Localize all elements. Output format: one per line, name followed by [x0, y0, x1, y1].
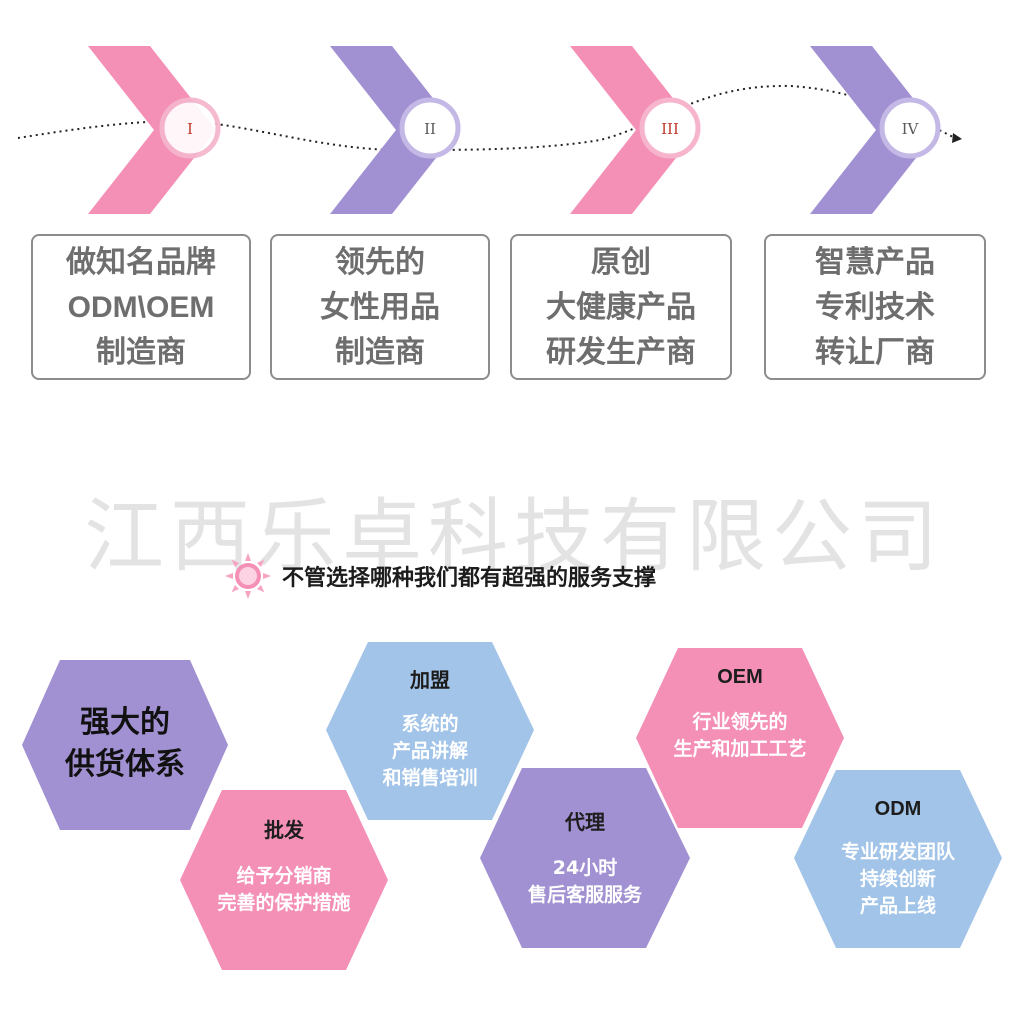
franchise-line-1: 系统的	[401, 713, 459, 735]
stage-3-line-2: 大健康产品	[546, 289, 696, 325]
franchise-line-2: 产品讲解	[391, 740, 468, 762]
stage-2-line-2: 女性用品	[320, 289, 440, 325]
agent-line-2: 售后客服服务	[527, 884, 642, 906]
odm-line-2: 持续创新	[859, 868, 936, 890]
stage-3-line-3: 研发生产商	[546, 334, 696, 370]
stage-4-line-1: 智慧产品	[815, 244, 935, 280]
oem-line-2: 生产和加工工艺	[673, 738, 807, 760]
supply-hexagon	[22, 660, 228, 830]
stage-1-badge: I	[159, 97, 221, 159]
stages-timeline: I II III IV	[17, 46, 962, 214]
stage-2-numeral: II	[424, 120, 436, 138]
stage-4-line-2: 专利技术	[815, 289, 935, 325]
stage-3-line-1: 原创	[591, 244, 651, 280]
supply-hexagon-label: 强大的 供货体系	[38, 702, 212, 786]
stage-4-line-3: 转让厂商	[815, 334, 935, 370]
stage-2-line-1: 领先的	[335, 244, 425, 280]
oem-line-1: 行业领先的	[692, 711, 788, 733]
stage-2-line-3: 制造商	[335, 334, 425, 370]
franchise-label: 加盟 系统的 产品讲解 和销售培训	[336, 664, 524, 792]
stage-3-box: 原创 大健康产品 研发生产商	[510, 234, 732, 380]
wholesale-title: 批发	[264, 818, 304, 842]
agent-hexagon	[480, 768, 690, 948]
franchise-hexagon	[326, 642, 534, 820]
oem-hexagon	[636, 648, 844, 828]
supply-line-2: 供货体系	[65, 747, 185, 782]
agent-title: 代理	[565, 810, 605, 834]
wholesale-line-1: 给予分销商	[236, 865, 332, 887]
tagline: 不管选择哪种我们都有超强的服务支撑	[282, 566, 657, 591]
company-watermark: 江西乐卓科技有限公司	[84, 490, 944, 583]
franchise-title: 加盟	[410, 668, 450, 692]
odm-title: ODM	[874, 798, 922, 820]
stage-3-badge: III	[639, 97, 701, 159]
odm-line-1: 专业研发团队	[840, 841, 955, 863]
agent-label: 代理 24小时 售后客服服务	[490, 806, 680, 909]
wholesale-hexagon	[180, 790, 388, 970]
stage-2-badge: II	[399, 97, 461, 159]
stage-2-box: 领先的 女性用品 制造商	[270, 234, 490, 380]
sun-icon	[225, 553, 271, 599]
tagline-row: 不管选择哪种我们都有超强的服务支撑	[224, 552, 656, 600]
supply-line-1: 强大的	[80, 705, 170, 740]
odm-hexagon	[794, 770, 1002, 948]
stage-4-numeral: IV	[902, 120, 920, 138]
odm-label: ODM 专业研发团队 持续创新 产品上线	[802, 798, 994, 920]
wholesale-line-2: 完善的保护措施	[217, 892, 351, 914]
stage-4-badge: IV	[879, 97, 941, 159]
stage-1-line-3: 制造商	[96, 334, 186, 370]
oem-title: OEM	[717, 666, 763, 688]
stage-4-box: 智慧产品 专利技术 转让厂商	[764, 234, 986, 380]
stage-1-line-2: ODM\OEM	[67, 290, 215, 324]
wholesale-label: 批发 给予分销商 完善的保护措施	[190, 814, 378, 917]
stage-1-numeral: I	[187, 120, 193, 138]
stage-3-numeral: III	[661, 120, 679, 138]
agent-line-1: 24小时	[552, 857, 618, 879]
timeline-arrow-icon	[952, 133, 962, 143]
services-hexagons	[22, 642, 1002, 970]
stage-1-line-1: 做知名品牌	[66, 244, 216, 280]
oem-label: OEM 行业领先的 生产和加工工艺	[646, 666, 834, 763]
odm-line-3: 产品上线	[859, 895, 936, 917]
stage-1-box: 做知名品牌 ODM\OEM 制造商	[31, 234, 251, 380]
franchise-line-3: 和销售培训	[382, 767, 478, 789]
